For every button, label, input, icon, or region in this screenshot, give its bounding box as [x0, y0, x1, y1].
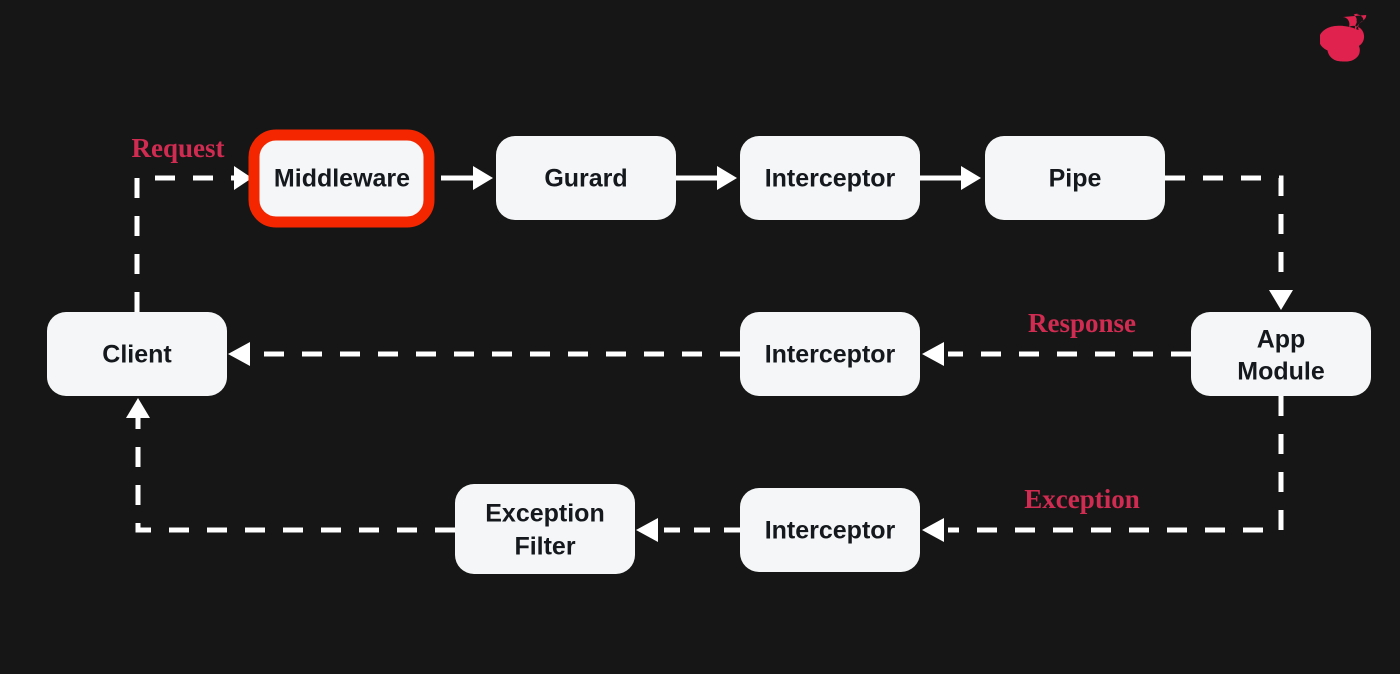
arrow-head-icon	[473, 166, 493, 190]
arrow-head-icon	[961, 166, 981, 190]
arrow-head-icon	[234, 166, 252, 190]
edge-filter-to-client	[126, 398, 455, 533]
node-guard[interactable]: Gurard	[496, 136, 676, 220]
node-interceptor-exception-box[interactable]	[740, 488, 920, 572]
flow-label-exception: Exception	[1024, 484, 1140, 514]
flow-label-response: Response	[1028, 308, 1136, 338]
node-client-label: Client	[102, 341, 172, 369]
arrow-head-icon	[922, 342, 944, 366]
node-interceptor-response-box[interactable]	[740, 312, 920, 396]
edge-client-to-middleware	[134, 166, 252, 312]
node-pipe[interactable]: Pipe	[985, 136, 1165, 220]
node-client-box[interactable]	[47, 312, 227, 396]
node-exception-filter-box[interactable]	[455, 484, 635, 574]
node-pipe-box[interactable]	[985, 136, 1165, 220]
flow-label-request: Request	[132, 133, 225, 163]
edge-interceptor-to-pipe	[920, 166, 981, 190]
node-exception-filter-label-line1: Exception	[485, 500, 604, 528]
edge-interceptor-res-to-client	[228, 342, 740, 366]
arrow-head-icon	[228, 342, 250, 366]
node-app-module-label-line1: App	[1257, 326, 1306, 354]
edge-interceptor-exc-to-filter	[636, 518, 740, 542]
edge-appmodule-to-interceptor-exc	[922, 396, 1284, 542]
edge-guard-to-interceptor	[676, 166, 737, 190]
node-exception-filter-label-line2: Filter	[514, 533, 575, 561]
node-interceptor-request-label: Interceptor	[765, 165, 896, 193]
node-guard-label: Gurard	[544, 165, 627, 193]
arrow-head-icon	[126, 398, 150, 418]
node-client[interactable]: Client	[47, 312, 227, 396]
nestjs-logo	[1319, 8, 1386, 74]
arrow-head-icon	[717, 166, 737, 190]
node-middleware[interactable]: Middleware	[248, 129, 435, 228]
edge-pipe-to-appmodule	[1165, 175, 1293, 310]
node-app-module-label-line2: Module	[1237, 358, 1325, 386]
node-app-module[interactable]: App Module	[1191, 312, 1371, 396]
node-middleware-label: Middleware	[274, 165, 410, 193]
node-interceptor-request-box[interactable]	[740, 136, 920, 220]
node-interceptor-response[interactable]: Interceptor	[740, 312, 920, 396]
node-interceptor-exception-label: Interceptor	[765, 517, 896, 545]
node-pipe-label: Pipe	[1049, 165, 1102, 193]
node-guard-box[interactable]	[496, 136, 676, 220]
edge-middleware-to-guard	[441, 166, 493, 190]
node-interceptor-response-label: Interceptor	[765, 341, 896, 369]
nestjs-logo-icon	[1319, 13, 1367, 62]
node-interceptor-request[interactable]: Interceptor	[740, 136, 920, 220]
arrow-head-icon	[922, 518, 944, 542]
node-exception-filter[interactable]: Exception Filter	[455, 484, 635, 574]
node-app-module-box[interactable]	[1191, 312, 1371, 396]
arrow-head-icon	[1269, 290, 1293, 310]
node-middleware-box[interactable]	[248, 129, 435, 228]
arrow-head-icon	[636, 518, 658, 542]
edge-appmodule-to-interceptor-res	[922, 342, 1191, 366]
node-interceptor-exception[interactable]: Interceptor	[740, 488, 920, 572]
